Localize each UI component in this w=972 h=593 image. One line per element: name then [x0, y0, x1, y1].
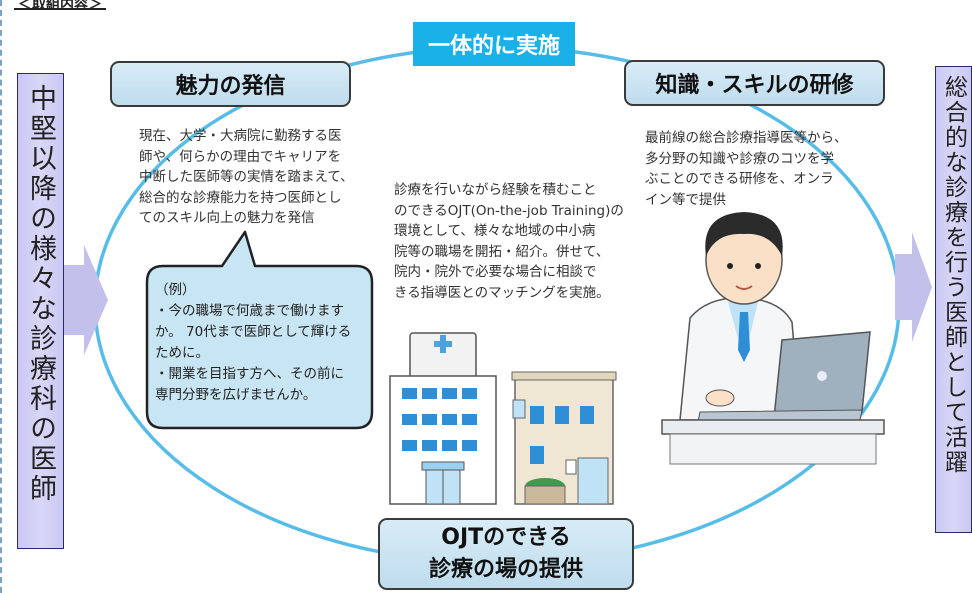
- ojt-title: OJTのできる 診療の場の提供: [378, 518, 634, 590]
- ojt-line: 院等の職場を開拓・紹介。併せて、: [394, 243, 610, 260]
- flow-arrow-right: [895, 232, 932, 342]
- appeal-line: 現在、大学・大病院に勤務する医: [139, 128, 342, 144]
- skill-line: 多分野の知識や診療のコツを学: [645, 150, 834, 167]
- appeal-line: てのスキル向上の魅力を発信: [139, 210, 315, 226]
- skill-line: ぶことのできる研修を、オンラ: [645, 171, 834, 187]
- ojt-description: 診療を行いながら経験を積むこと のできるOJT(On-the-job Train…: [394, 180, 630, 303]
- left-dashed-border: [0, 0, 2, 593]
- appeal-line: 総合的な診療能力を持つ医師とし: [139, 189, 342, 206]
- hospital-icon: [389, 332, 497, 505]
- appeal-description: 現在、大学・大病院に勤務する医 師や、何らかの理由でキャリアを 中断した医師等の…: [139, 126, 367, 229]
- skill-description: 最前線の総合診療指導医等から、 多分野の知識や診療のコツを学 ぶことのできる研修…: [645, 128, 885, 210]
- clinic-icon: [511, 371, 617, 505]
- skill-line: 最前線の総合診療指導医等から、: [645, 130, 848, 146]
- ojt-line: 環境として、様々な地域の中小病: [394, 223, 596, 239]
- bubble-line: ・今の職場で何歳まで働けます: [155, 303, 344, 319]
- bubble-line: （例）: [155, 282, 196, 298]
- section-label: ＜取組内容＞: [14, 0, 106, 10]
- flow-arrow-left: [64, 245, 108, 355]
- ojt-line: きる指導医とのマッチングを実施。: [394, 284, 610, 301]
- bubble-line: か。 70代まで医師として輝ける: [155, 324, 352, 340]
- bubble-line: 専門分野を広げませんか。: [155, 387, 317, 403]
- appeal-line: 中断した医師等の実情を踏まえて、: [139, 169, 354, 185]
- bubble-line: ために。: [155, 345, 209, 361]
- outcome-box: 総合的な診療を行う医師として活躍: [935, 66, 972, 533]
- example-bubble-text: （例） ・今の職場で何歳まで働けます か。 70代まで医師として輝ける ために。…: [155, 280, 367, 406]
- ojt-line: 院内・院外で必要な場合に相談で: [394, 264, 597, 280]
- ojt-line: 診療を行いながら経験を積むこと: [394, 182, 597, 198]
- bubble-line: ・開業を目指す方へ、その前に: [155, 366, 344, 382]
- ojt-title-line2: 診療の場の提供: [428, 557, 583, 582]
- ojt-title-line1: OJTのできる: [441, 525, 571, 550]
- ojt-line: のできるOJT(On-the-job Training)の: [394, 202, 624, 219]
- appeal-line: 師や、何らかの理由でキャリアを: [139, 148, 342, 165]
- skill-line: イン等で提供: [645, 191, 726, 208]
- target-doctors-box: 中堅以降の様々な診療科の医師: [17, 73, 64, 549]
- speech-bubble: [145, 230, 374, 430]
- integrated-banner: 一体的に実施: [413, 22, 575, 66]
- skill-training-title: 知識・スキルの研修: [624, 60, 885, 106]
- appeal-title: 魅力の発信: [110, 61, 351, 107]
- doctor-at-laptop-icon: [661, 212, 885, 465]
